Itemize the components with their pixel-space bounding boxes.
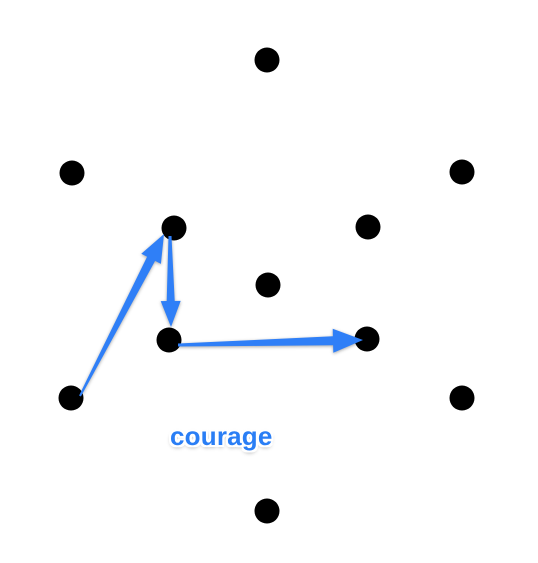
dot-8 [354,326,380,352]
dot-7 [156,327,182,353]
arrow-2 [160,236,181,327]
arrow-1 [79,234,164,397]
dot-10 [449,385,475,411]
dot-2 [59,160,85,186]
dot-6 [255,272,281,298]
dot-11 [254,498,280,524]
arrows-group [79,234,363,397]
dot-1 [254,47,280,73]
dot-5 [355,214,381,240]
dot-3 [449,159,475,185]
diagram-label: courage [170,421,273,451]
dot-4 [161,215,187,241]
arrow-3 [178,328,363,353]
dot-9 [58,385,84,411]
dots-group [58,47,475,524]
